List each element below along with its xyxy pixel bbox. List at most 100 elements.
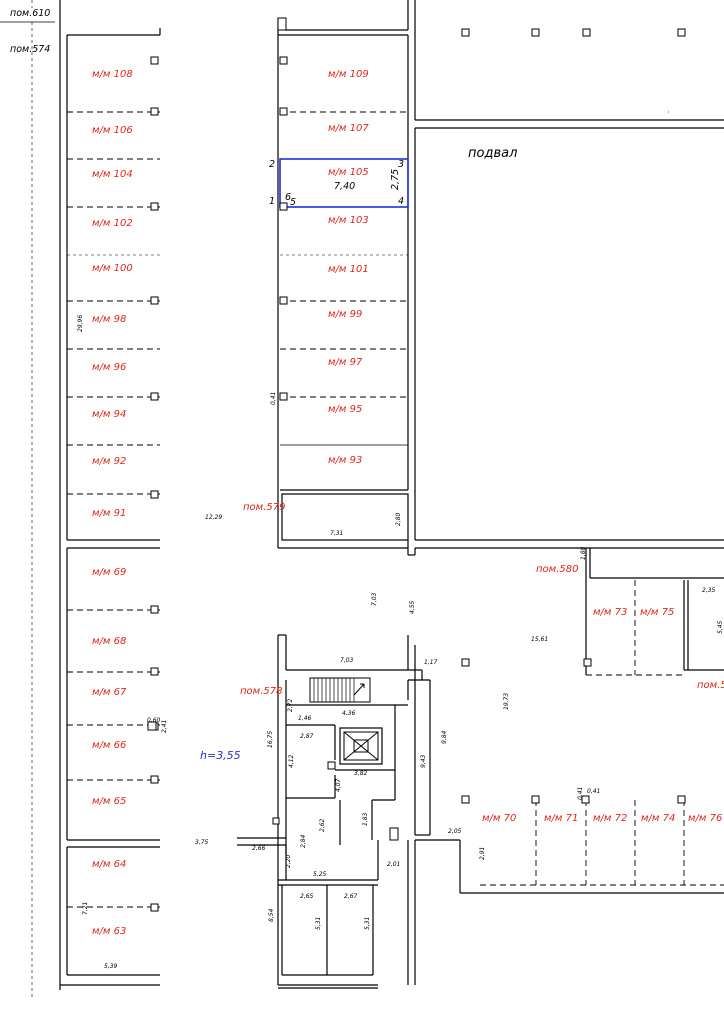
left-parking-column bbox=[59, 0, 161, 990]
parking-label: м/м 104 bbox=[92, 169, 133, 180]
highlight-width: 2,75 bbox=[390, 169, 401, 190]
parking-label: м/м 75 bbox=[640, 607, 674, 618]
parking-label: м/м 96 bbox=[92, 362, 126, 373]
parking-label: м/м 72 bbox=[593, 813, 627, 824]
corner-label: 2 bbox=[269, 159, 275, 170]
right-lower-area bbox=[407, 645, 724, 985]
dimension-label: 0,60 bbox=[147, 717, 161, 724]
parking-label: м/м 73 bbox=[593, 607, 627, 618]
corner-label: 6 bbox=[285, 192, 291, 203]
dimension-label: 16,75 bbox=[267, 731, 274, 748]
parking-label: м/м 65 bbox=[92, 796, 126, 807]
parking-label: м/м 108 bbox=[92, 69, 133, 80]
dimension-label: 2,87 bbox=[300, 733, 314, 740]
dimension-label: 3,82 bbox=[354, 770, 368, 777]
dimension-label: 1,83 bbox=[362, 812, 369, 826]
dimension-label: 7,03 bbox=[371, 592, 378, 606]
room-label-574: пом.574 bbox=[10, 44, 50, 55]
parking-label: м/м 103 bbox=[328, 215, 369, 226]
height-label: h=3,55 bbox=[200, 749, 241, 762]
dimension-label: 29,96 bbox=[77, 315, 84, 332]
dimension-label: 9,84 bbox=[441, 730, 448, 744]
dimension-label: 2,72 bbox=[287, 698, 294, 712]
dimension-label: 4,12 bbox=[288, 754, 295, 768]
dimension-label: 7,21 bbox=[82, 902, 89, 915]
parking-label: м/м 68 bbox=[92, 636, 126, 647]
dimension-label: 2,80 bbox=[395, 512, 402, 526]
parking-label: м/м 99 bbox=[328, 309, 362, 320]
dimension-label: 8,54 bbox=[268, 908, 275, 922]
dimension-label: 2,62 bbox=[319, 818, 326, 832]
dimension-label: 12,29 bbox=[205, 514, 222, 521]
dimension-label: 1,88 bbox=[580, 546, 587, 560]
parking-label: м/м 67 bbox=[92, 687, 127, 698]
corner-label: 3 bbox=[398, 159, 404, 170]
parking-label: м/м 63 bbox=[92, 926, 126, 937]
dimension-label: 9,43 bbox=[420, 754, 427, 768]
dimension-label: 4,07 bbox=[335, 778, 342, 792]
parking-label: м/м 71 bbox=[544, 813, 578, 824]
parking-label: м/м 102 bbox=[92, 218, 133, 229]
parking-label: м/м 107 bbox=[328, 123, 369, 134]
corner-label: 1 bbox=[269, 196, 275, 207]
room-label-580: пом.580 bbox=[536, 564, 578, 575]
dimension-label: 2,01 bbox=[387, 861, 400, 868]
dimension-label: 4,55 bbox=[409, 600, 416, 614]
parking-label: м/м 70 bbox=[482, 813, 516, 824]
parking-label: м/м 98 bbox=[92, 314, 126, 325]
dimension-label: 3,75 bbox=[195, 839, 209, 846]
dimension-label: 2,41 bbox=[161, 720, 168, 733]
dimension-label: 7,31 bbox=[330, 530, 343, 537]
middle-parking-column bbox=[277, 0, 415, 556]
dimension-label: 2,91 bbox=[479, 847, 486, 860]
dimension-label: 5,25 bbox=[313, 871, 327, 878]
dimension-label: 1,46 bbox=[298, 715, 312, 722]
dimension-label: 2,65 bbox=[300, 893, 314, 900]
dimension-label: 5,45 bbox=[717, 620, 724, 634]
parking-label: м/м 92 bbox=[92, 456, 126, 467]
room-label-578: пом.578 bbox=[240, 686, 282, 697]
parking-label: м/м 100 bbox=[92, 263, 133, 274]
parking-label: м/м 101 bbox=[328, 264, 369, 275]
dimension-label: 19,73 bbox=[503, 693, 510, 710]
parking-label: м/м 93 bbox=[328, 455, 362, 466]
dimension-label: 4,36 bbox=[342, 710, 356, 717]
dimension-label: 2,67 bbox=[344, 893, 358, 900]
dimension-label: 5,39 bbox=[104, 963, 118, 970]
room-label-579: пом.579 bbox=[243, 502, 285, 513]
dimension-label: 0,41 bbox=[587, 788, 600, 795]
basement-area bbox=[414, 0, 724, 555]
parking-label: м/м 91 bbox=[92, 508, 126, 519]
room-label-610: пом.610 bbox=[10, 8, 50, 19]
parking-label: м/м 105 bbox=[328, 167, 369, 178]
dimension-label: 2,20 bbox=[285, 854, 292, 868]
parking-label: м/м 76 bbox=[688, 813, 722, 824]
parking-label: м/м 64 bbox=[92, 859, 126, 870]
dimension-label: 2,84 bbox=[300, 834, 307, 848]
dimension-label: 2,66 bbox=[252, 845, 266, 852]
parking-label: м/м 109 bbox=[328, 69, 369, 80]
dimension-label: 0,41 bbox=[270, 392, 277, 405]
dimension-label: 5,31 bbox=[364, 917, 371, 930]
highlight-area: 7,40 bbox=[334, 181, 355, 192]
dimension-label: 2,05 bbox=[448, 828, 462, 835]
central-core bbox=[147, 634, 431, 986]
parking-label: м/м 106 bbox=[92, 125, 133, 136]
parking-label: м/м 94 bbox=[92, 409, 126, 420]
dimension-label: 5,31 bbox=[315, 917, 322, 930]
parking-label: м/м 69 bbox=[92, 567, 126, 578]
basement-label: подвал bbox=[468, 146, 517, 161]
parking-label: м/м 95 bbox=[328, 404, 362, 415]
highlighted-parking-105[interactable] bbox=[279, 158, 409, 208]
corner-label: 5 bbox=[290, 197, 296, 208]
right-middle-area bbox=[461, 548, 724, 676]
corner-label: 4 bbox=[398, 196, 404, 207]
dimension-label: 1,17 bbox=[424, 659, 438, 666]
dimension-label: 7,03 bbox=[340, 657, 354, 664]
dimension-label: 15,61 bbox=[531, 636, 548, 643]
parking-label: м/м 97 bbox=[328, 357, 363, 368]
parking-label: м/м 74 bbox=[641, 813, 675, 824]
dimension-label: 0,41 bbox=[577, 787, 584, 800]
room-label-58: пом.58 bbox=[697, 680, 724, 691]
